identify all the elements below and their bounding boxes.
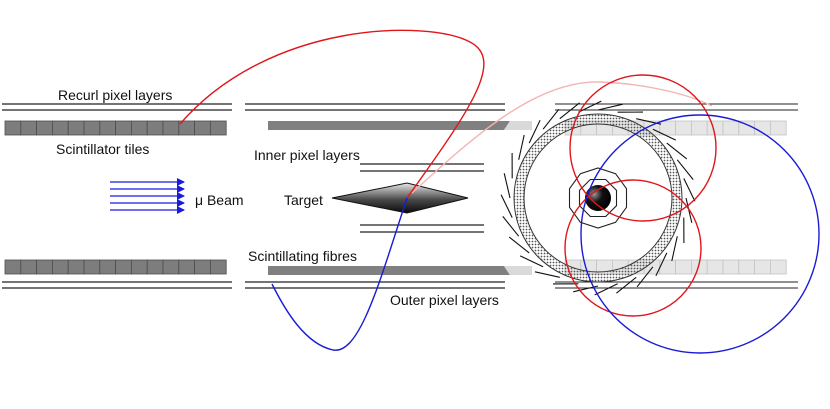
- scintillator-tile: [68, 260, 84, 274]
- scintillator-tile: [116, 121, 132, 135]
- outer-pixel-ladder: [504, 173, 510, 198]
- outer-pixel-ladder: [595, 284, 618, 295]
- scintillator-tile: [37, 121, 53, 135]
- scintillator-tile: [723, 260, 739, 274]
- label-recurl-pixel-layers: Recurl pixel layers: [58, 87, 172, 103]
- scintillator-tile: [52, 121, 68, 135]
- scintillator-tile: [707, 260, 723, 274]
- label-scintillator-tiles: Scintillator tiles: [56, 141, 149, 157]
- scintillating-fibre-top: [268, 121, 510, 130]
- left-scintillator-tiles-top: [5, 121, 226, 135]
- scintillator-tile: [21, 260, 37, 274]
- scintillator-tile: [100, 121, 116, 135]
- scintillator-tile: [131, 121, 147, 135]
- scintillator-tile: [739, 121, 755, 135]
- label-target: Target: [284, 192, 323, 208]
- outer-pixel-ladder: [672, 236, 678, 261]
- scintillator-tile: [676, 260, 692, 274]
- electron-track-side: [180, 30, 484, 198]
- scintillator-tile: [84, 260, 100, 274]
- scintillator-tile: [5, 121, 21, 135]
- scintillator-tile: [52, 260, 68, 274]
- scintillator-tile: [179, 260, 195, 274]
- scintillator-tile: [37, 260, 53, 274]
- scintillator-tile: [691, 121, 707, 135]
- scintillator-tile: [660, 121, 676, 135]
- left-scintillator-tiles-bottom: [5, 260, 226, 274]
- scintillator-tile: [84, 121, 100, 135]
- label-outer-pixel-layers: Outer pixel layers: [390, 292, 499, 308]
- scintillator-tile: [163, 121, 179, 135]
- scintillating-fibre-bottom: [268, 266, 510, 275]
- outer-pixel-ladder: [598, 104, 623, 110]
- label-beam: μ Beam: [195, 192, 244, 208]
- scintillator-tile: [676, 121, 692, 135]
- scintillator-tile: [116, 260, 132, 274]
- scintillator-tile: [755, 260, 771, 274]
- outer-pixel-ladder: [519, 135, 525, 160]
- scintillator-tile: [147, 121, 163, 135]
- outer-pixel-ladder: [684, 178, 695, 201]
- scintillator-tile: [100, 260, 116, 274]
- scintillator-tile: [210, 260, 226, 274]
- target-double-cone-icon: [332, 183, 468, 213]
- scintillator-tile: [739, 260, 755, 274]
- scintillator-tile: [210, 121, 226, 135]
- scintillator-tile: [21, 121, 37, 135]
- scintillator-tile: [770, 260, 786, 274]
- outer-pixel-ladder: [578, 101, 601, 112]
- outer-pixel-ladder: [535, 272, 560, 278]
- scintillator-tile: [131, 260, 147, 274]
- beam-arrows-icon: [110, 182, 184, 210]
- electron-track-faded: [412, 82, 712, 193]
- label-scintillating-fibres: Scintillating fibres: [248, 248, 357, 264]
- scintillator-tile: [147, 260, 163, 274]
- particle-tracks: [180, 30, 819, 353]
- scintillator-tile: [723, 121, 739, 135]
- label-inner-pixel-layers: Inner pixel layers: [254, 147, 360, 163]
- outer-pixel-ladder: [501, 195, 512, 218]
- scintillator-tile: [770, 121, 786, 135]
- scintillator-tile: [195, 121, 211, 135]
- scintillator-tile: [68, 121, 84, 135]
- scintillator-tile: [163, 260, 179, 274]
- scintillator-tile: [5, 260, 21, 274]
- scintillator-tile: [195, 260, 211, 274]
